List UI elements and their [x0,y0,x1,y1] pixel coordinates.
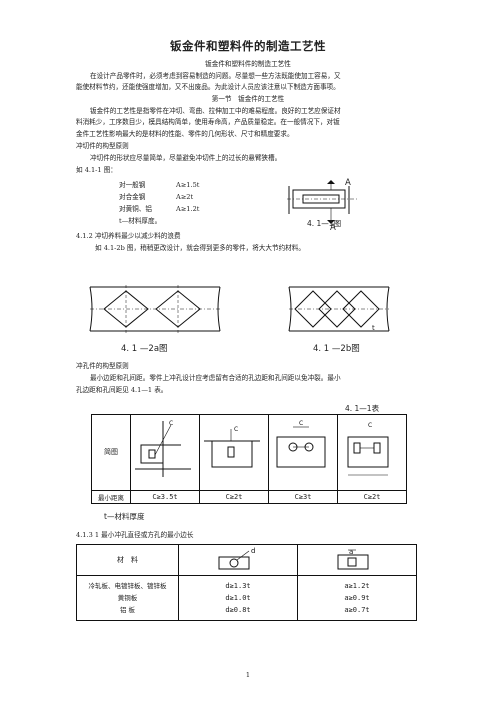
table-4-1-3-round-values: d≥1.3t d≥1.0t d≥0.8t [178,575,298,621]
hole-para-line-2: 孔边距和孔间距见 4.1—1 表。 [76,386,168,394]
table-4-1-3-material-1: 冷轧板、电镀锌板、镀锌板 [88,582,167,590]
page-title: 钣金件和塑料件的制造工艺性 [170,39,326,53]
table-4-1-3-round-dim: d [251,547,255,555]
table-4-1-1-dim-letter-2: C [234,426,238,433]
heading-punch-structure: 冲切件的构型原则 [76,142,129,150]
table-4-1-1-diagram-1: C [130,414,200,491]
intro-line-1: 在设计产品零件时，必须考虑到容易制造的问题。尽量想一些方法既能使加工容易，又 [90,72,341,80]
figure-4-1-1 [287,180,359,224]
section-para-line-3: 金件工艺性影响最大的是材料的性能、零件的几何形状、尺寸和精度要求。 [76,130,294,138]
table-4-1-3-square-3: a≥0.7t [344,606,370,614]
section-para-line-2: 料消耗少，工序数目少，模具结构简单，使用寿命高，产品质量稳定。在一般情况下，对钣 [76,118,340,126]
fig-ref-1: 如 4.1-1 图： [76,166,117,174]
table-4-1-1-dim-letter-3: C [299,420,303,427]
table-4-1-3: 材 料 d a 冷轧板、电镀锌板、 [76,544,417,621]
table-4-1-1-header-min: 最小距离 [91,489,131,505]
table-4-1-1-note: t—材料厚度 [104,512,145,521]
table-4-1-3-square-2: a≥0.9t [344,594,370,602]
table-4-1-3-round-1: d≥1.3t [225,582,251,590]
subtitle: 钣金件和塑料件的制造工艺性 [205,60,291,68]
table-4-1-3-header-material: 材 料 [76,544,179,576]
fig-4-1-2b-label: 4. 1 —2b图 [313,344,360,354]
table-4-1-1-dim-letter-1: C [169,420,173,427]
page-number: 1 [245,671,251,679]
table-4-1-1-value-4: C≥2t [337,489,407,505]
table-4-1-3-material-3: 铝 板 [119,606,136,614]
table-4-1-1-row-diagrams: 简图 C [91,414,407,491]
para-4-1-2: 如 4.1-2b 图，稍稍更改设计，就会得到更多的零件，将大大节约材料。 [95,244,305,252]
table-4-1-3-round-3: d≥0.8t [225,606,251,614]
table-4-1-1-row-values: 最小距离 C≥3.5t C≥2t C≥3t C≥2t [91,489,407,505]
fig-4-1-2a-label: 4. 1 —2a图 [121,344,168,354]
figure-4-1-2a [89,285,221,333]
table-4-1-1-dim-letter-4: C [368,422,372,429]
material-name-2: 对合金钢 [119,193,146,201]
figure-4-1-2b [288,286,390,332]
table-4-1-1-value-3: C≥3t [268,489,338,505]
material-value-3: A≥1.2t [176,205,200,213]
section-heading: 第一节 钣金件的工艺性 [211,95,285,103]
hole-para-line-1: 最小边距和孔间距。零件上冲孔设计应考虑留有合适的孔边距和孔间距以免冲裂。最小 [90,374,341,382]
table-4-1-1-value-2: C≥2t [199,489,269,505]
table-4-1-1-value-1: C≥3.5t [130,489,200,505]
intro-line-2: 能使材料节约，还能使强度增加，又不出废品。为此设计人员应该注意以下制造方面事项。 [76,83,340,91]
fig-4-1-1-label: 4. 1—1图 [307,219,342,228]
fig-4-1-1-letter-bottom: A [330,223,336,233]
table-4-1-3-square-dim: a [349,548,353,556]
table-4-1-1-caption: 4. 1—1表 [345,404,380,413]
heading-4-1-3: 4.1.3 1 最小冲孔直径或方孔的最小边长 [76,531,194,539]
material-name-1: 对一般钢 [119,181,146,189]
table-4-1-1-header-diagram: 简图 [91,414,131,491]
thickness-note: t—材料厚度。 [119,217,162,225]
table-4-1-1-diagram-3: C [268,414,338,491]
fig-4-1-1-letter-top: A [345,178,351,188]
section-para-line-1: 钣金件的工艺性是指零件在冲切、弯曲、拉伸加工中的难易程度。良好的工艺应保证材 [90,107,341,115]
table-4-1-3-header-round: d [178,544,298,576]
fig-4-1-2b-letter: t [372,324,375,332]
heading-4-1-2: 4.1.2 冲切养料最少以减少料的浪费 [76,232,181,240]
table-4-1-3-material-2: 黄铜板 [117,594,138,602]
table-4-1-3-header-row: 材 料 d a [76,544,417,576]
table-4-1-1-diagram-4: C [337,414,407,491]
table-4-1-3-materials: 冷轧板、电镀锌板、镀锌板 黄铜板 铝 板 [76,575,179,621]
table-4-1-1: 简图 C [91,414,407,505]
table-4-1-3-square-values: a≥1.2t a≥0.9t a≥0.7t [297,575,417,621]
table-4-1-3-round-2: d≥1.0t [225,594,251,602]
table-4-1-3-body-row: 冷轧板、电镀锌板、镀锌板 黄铜板 铝 板 d≥1.3t d≥1.0t d≥0.8… [76,575,417,621]
material-value-1: A≥1.5t [176,181,200,189]
heading-hole-structure: 冲孔件的构型原则 [76,362,129,370]
table-4-1-3-square-1: a≥1.2t [344,582,370,590]
punch-para: 冲切件的形状应尽量简单，尽量避免冲切件上的过长的悬臂狭槽。 [90,154,282,162]
table-4-1-3-header-square: a [297,544,417,576]
material-value-2: A≥2t [176,193,194,201]
material-name-3: 对黄铜、铝 [119,205,152,213]
table-4-1-1-diagram-2: C [199,414,269,491]
